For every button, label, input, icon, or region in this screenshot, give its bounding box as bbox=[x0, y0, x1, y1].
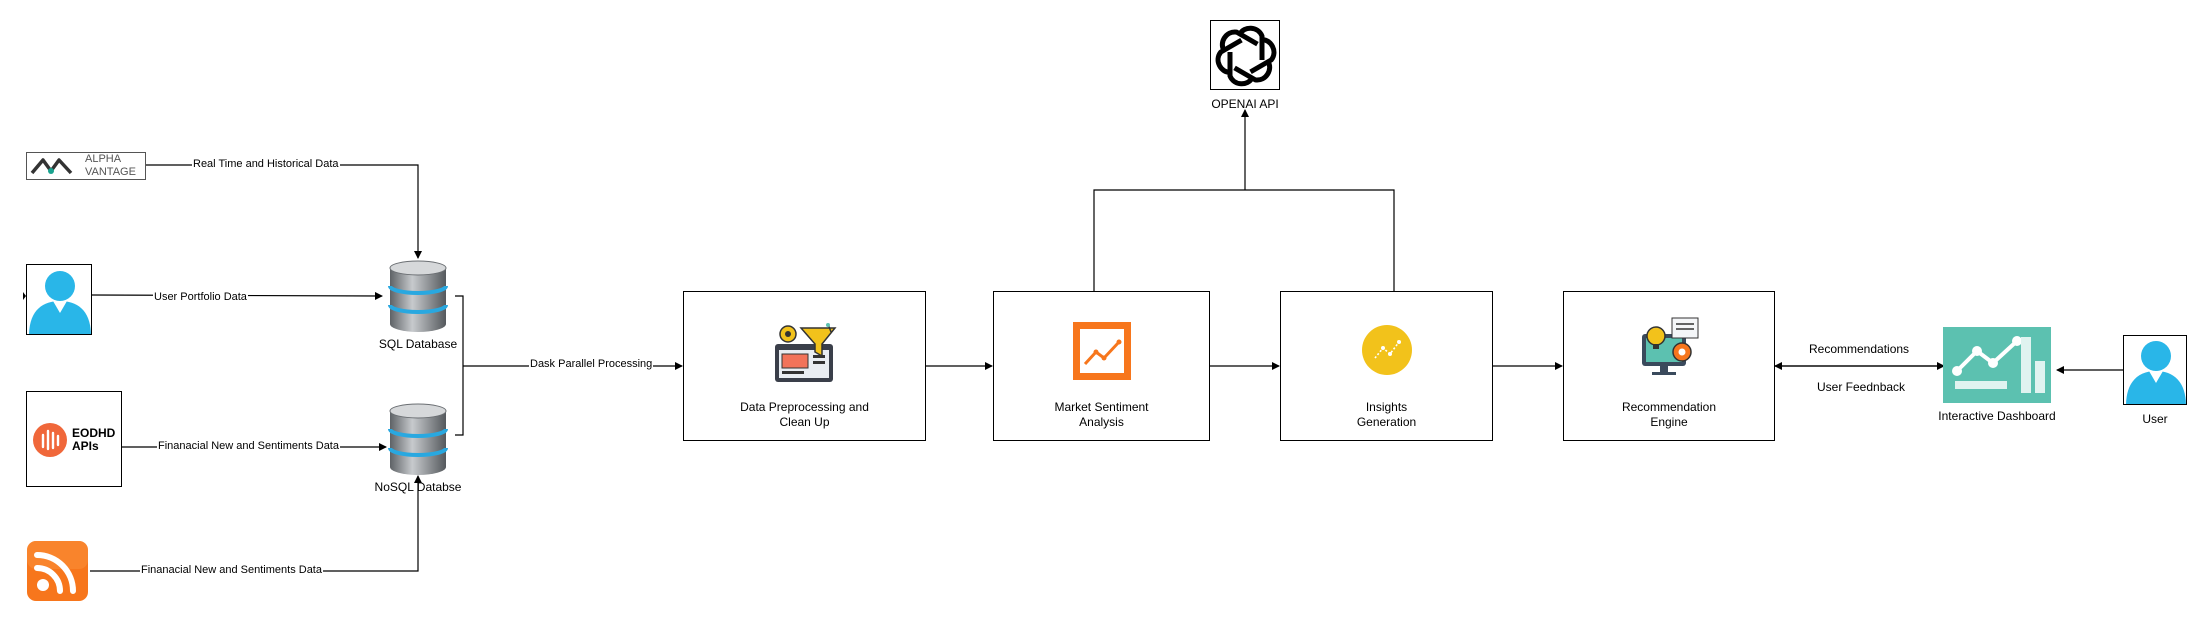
eodhd-text-1: EODHD bbox=[72, 426, 116, 440]
sql-database-label: SQL Database bbox=[378, 337, 458, 351]
sentiment-chart-icon bbox=[1071, 320, 1133, 387]
eodhd-logo: EODHD APIs bbox=[26, 391, 122, 487]
edge-label-portfolio: User Portfolio Data bbox=[153, 290, 248, 304]
edge-label-rss-news: Finanacial New and Sentiments Data bbox=[140, 563, 323, 577]
process-preprocessing: Data Preprocessing and Clean Up bbox=[683, 291, 926, 441]
recommendation-engine-icon bbox=[1638, 316, 1700, 383]
alpha-vantage-text-1: ALPHA bbox=[85, 153, 122, 165]
sql-database-icon bbox=[388, 260, 448, 332]
user-icon bbox=[2123, 335, 2187, 405]
edge-nosql-bracket bbox=[455, 366, 464, 436]
interactive-dashboard-icon bbox=[1943, 327, 2051, 403]
edge-to-openai bbox=[1093, 189, 1395, 291]
edge-portfolio-tick bbox=[23, 292, 26, 300]
openai-label: OPENAI API bbox=[1211, 97, 1279, 111]
edge-label-dask: Dask Parallel Processing bbox=[529, 357, 654, 371]
edge-label-realtime: Real Time and Historical Data bbox=[192, 157, 340, 171]
edge-sql-bracket bbox=[455, 295, 464, 366]
edge-realtime bbox=[146, 164, 422, 259]
openai-logo-icon bbox=[1210, 20, 1280, 90]
process-sentiment: Market Sentiment Analysis bbox=[993, 291, 1210, 441]
rss-feed-icon bbox=[27, 541, 88, 601]
process-recommendation: Recommendation Engine bbox=[1563, 291, 1775, 441]
edge-label-feedback: User Feednback bbox=[1816, 380, 1907, 394]
process-insights-label: Insights Generation bbox=[1356, 400, 1417, 429]
eodhd-text-2: APIs bbox=[72, 439, 99, 453]
data-filter-icon bbox=[773, 322, 837, 391]
nosql-database-label: NoSQL Databse bbox=[374, 480, 462, 494]
user-portfolio-icon bbox=[26, 264, 92, 335]
nosql-database-icon bbox=[388, 403, 448, 475]
edge-label-eodhd-news: Finanacial New and Sentiments Data bbox=[157, 439, 340, 453]
alpha-vantage-text-2: VANTAGE bbox=[85, 166, 136, 178]
user-label: User bbox=[2142, 412, 2168, 426]
edge-label-recommendations: Recommendations bbox=[1808, 342, 1911, 356]
process-insights: Insights Generation bbox=[1280, 291, 1493, 441]
insights-icon bbox=[1361, 324, 1413, 381]
process-recommendation-label: Recommendation Engine bbox=[1621, 400, 1717, 429]
eodhd-mark-icon bbox=[33, 423, 67, 457]
alpha-vantage-logo: ALPHA VANTAGE bbox=[26, 152, 146, 180]
process-sentiment-label: Market Sentiment Analysis bbox=[1054, 400, 1149, 429]
interactive-dashboard-label: Interactive Dashboard bbox=[1938, 409, 2056, 423]
alpha-vantage-mark-icon bbox=[30, 158, 73, 175]
process-preprocessing-label: Data Preprocessing and Clean Up bbox=[740, 400, 869, 429]
